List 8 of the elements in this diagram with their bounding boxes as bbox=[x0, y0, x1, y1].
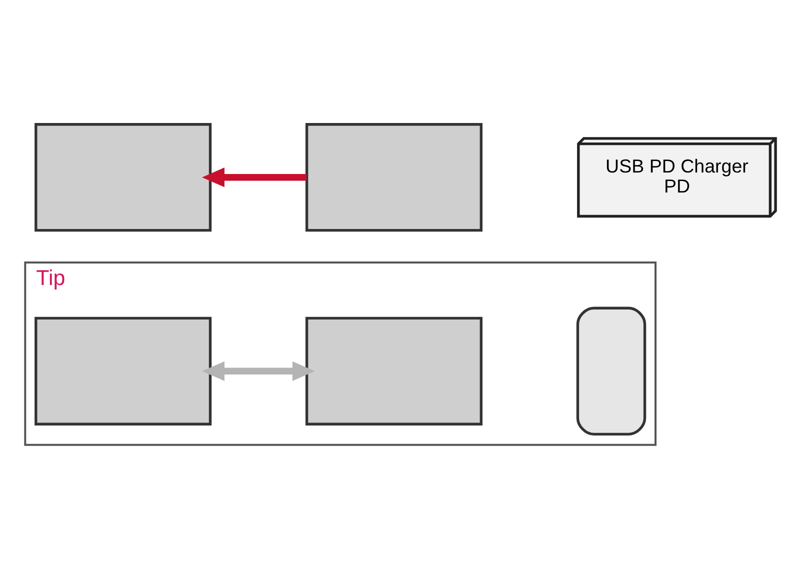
node-phone bbox=[576, 306, 646, 436]
arrow bbox=[202, 361, 315, 381]
node-laptop bbox=[305, 316, 482, 426]
node-laptop bbox=[34, 123, 212, 232]
node-laptop bbox=[305, 123, 482, 232]
arrow bbox=[202, 168, 306, 188]
cluster: Tip bbox=[24, 262, 657, 446]
node-laptop bbox=[34, 316, 212, 426]
